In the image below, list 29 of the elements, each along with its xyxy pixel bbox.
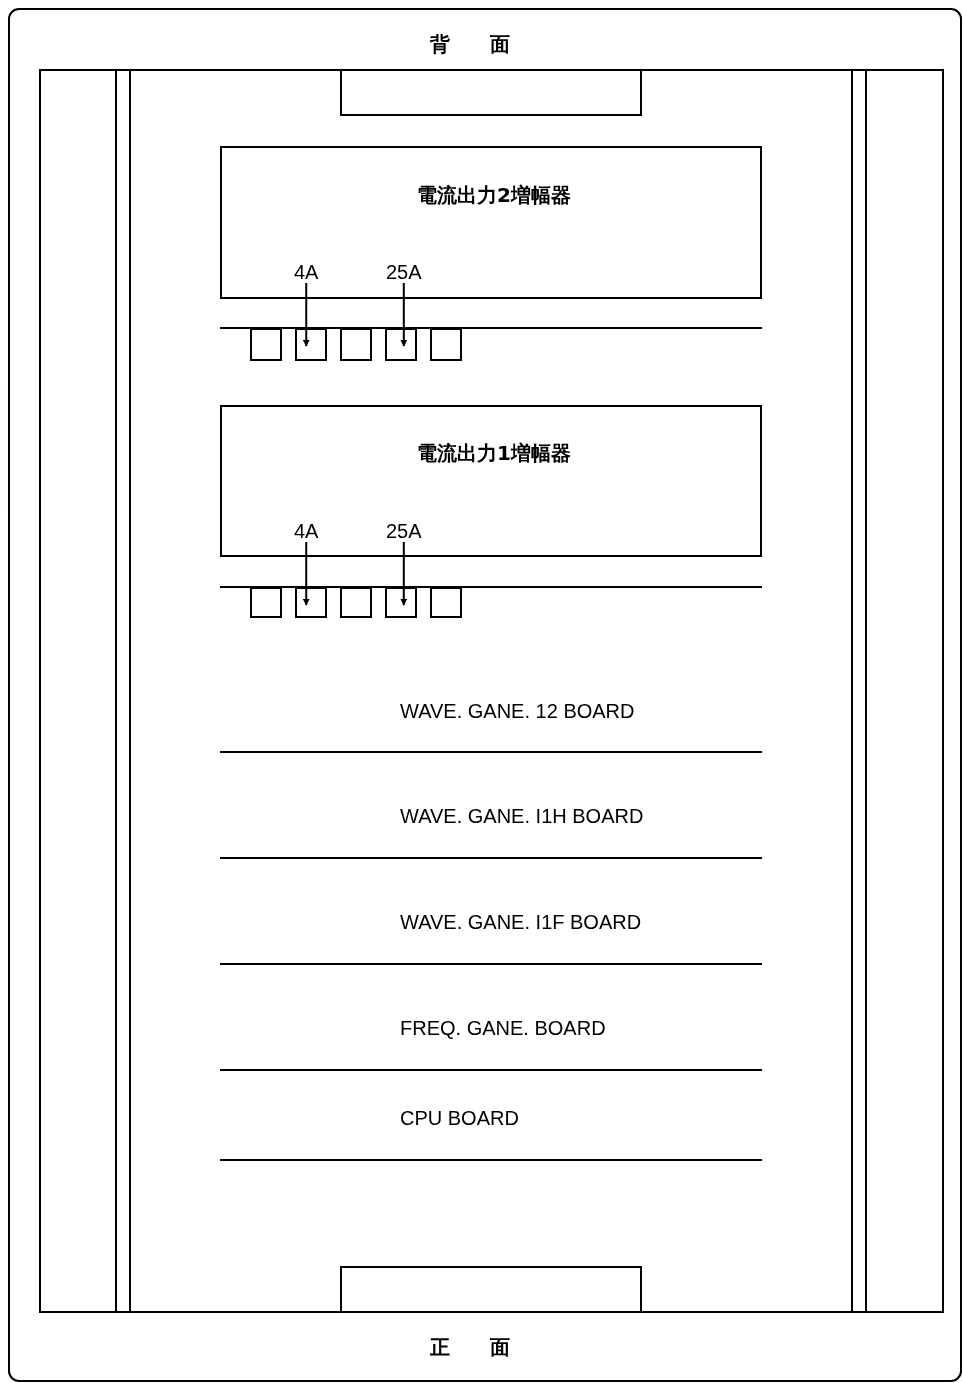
arrow <box>302 541 310 606</box>
slot-box <box>340 328 372 361</box>
slot-box <box>430 328 462 361</box>
slot-box <box>295 587 327 618</box>
current-label: 4A <box>294 261 319 283</box>
slot-box <box>250 587 282 618</box>
board-label: FREQ. GANE. BOARD <box>400 1017 606 1039</box>
arrow <box>302 282 310 347</box>
arrow <box>400 541 408 606</box>
board-label: CPU BOARD <box>400 1107 519 1129</box>
arrow <box>400 282 408 347</box>
amplifier-box <box>220 146 762 299</box>
slot-box <box>250 328 282 361</box>
slot-box <box>430 587 462 618</box>
current-label: 25A <box>386 520 422 542</box>
current-label: 4A <box>294 520 319 542</box>
slot-box <box>385 328 417 361</box>
board-label: WAVE. GANE. 12 BOARD <box>400 700 635 722</box>
side-label: 背面 <box>430 32 550 56</box>
amplifier-box <box>220 405 762 557</box>
current-label: 25A <box>386 261 422 283</box>
amplifier-label: 電流出力2増幅器 <box>417 183 571 207</box>
slot-box <box>295 328 327 361</box>
board-label: WAVE. GANE. I1H BOARD <box>400 805 644 827</box>
board-label: WAVE. GANE. I1F BOARD <box>400 911 642 933</box>
amplifier-label: 電流出力1増幅器 <box>417 441 571 465</box>
slot-box <box>340 587 372 618</box>
slot-box <box>385 587 417 618</box>
side-label: 正面 <box>430 1335 550 1359</box>
